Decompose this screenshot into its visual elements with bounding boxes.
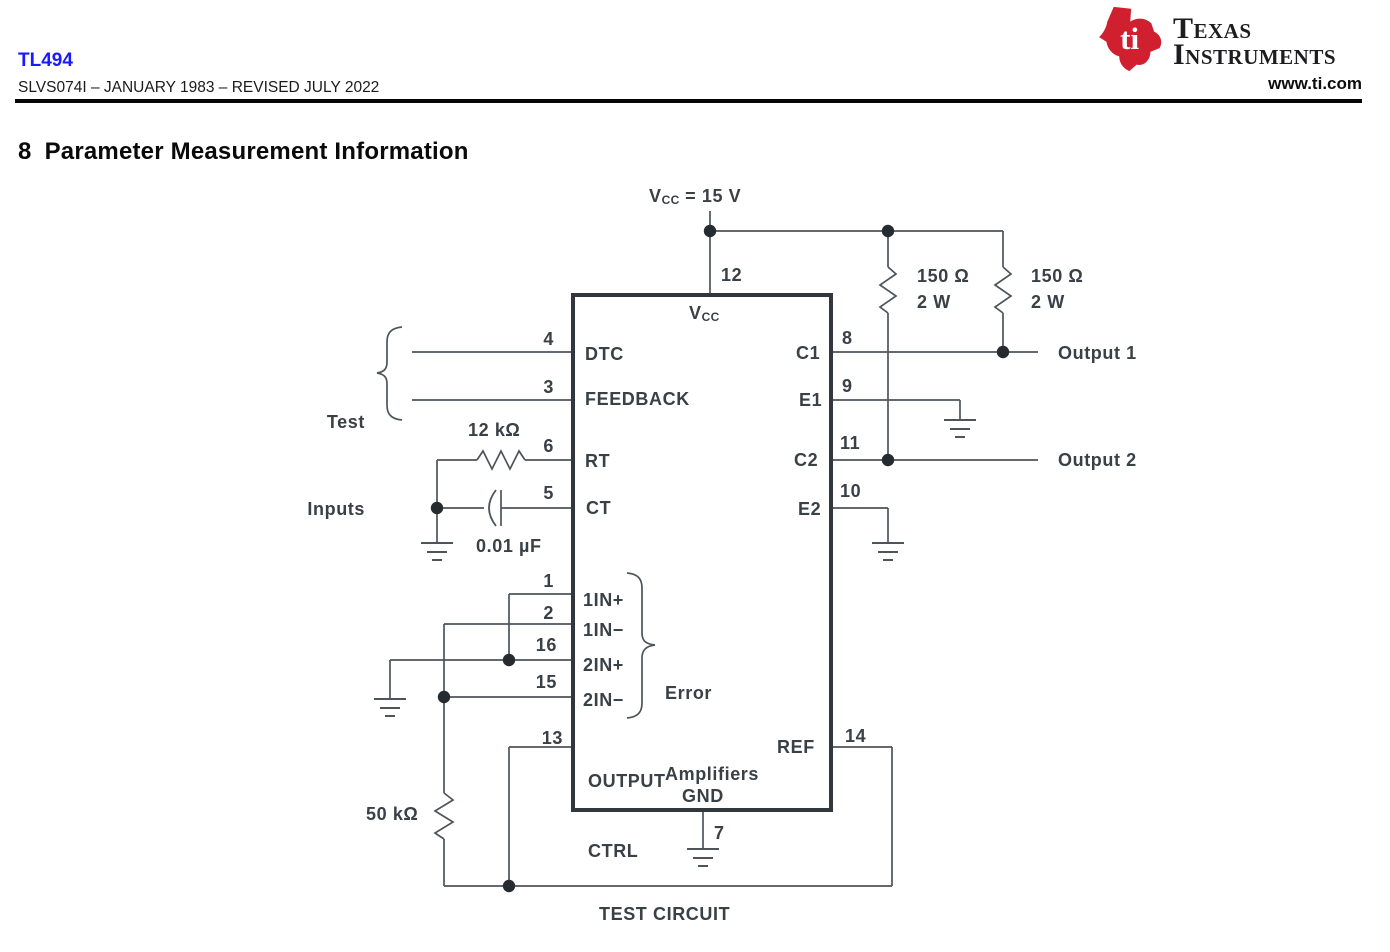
pin-number-9: 9: [842, 376, 853, 396]
ic-pin-label-e2: E2: [798, 499, 822, 519]
error-amplifiers-label: Error Amplifiers: [665, 626, 759, 842]
pin-number-13: 13: [541, 728, 563, 748]
pulldown-resistor-value: 50 kΩ: [366, 804, 419, 824]
error-amplifiers-line1: Error: [665, 683, 713, 703]
load-resistor-2-symbol: [993, 266, 1013, 314]
pin-number-1: 1: [543, 571, 554, 591]
test-inputs-line1: Test: [326, 412, 365, 432]
error-amplifiers-line2: Amplifiers: [665, 764, 760, 784]
ic-pin-label-1inp: 1IN+: [583, 590, 624, 610]
pin-number-12: 12: [721, 265, 743, 285]
test-inputs-brace: [376, 326, 403, 421]
pin-number-6: 6: [543, 436, 554, 456]
pin-number-2: 2: [543, 603, 554, 623]
section-number: 8: [18, 138, 32, 165]
figure-caption: TEST CIRCUIT: [599, 904, 731, 924]
header-rule: [15, 99, 1362, 103]
section-title: 8 Parameter Measurement Information: [18, 138, 469, 166]
supply-voltage-label: VCC = 15 V: [649, 186, 741, 211]
pin-number-10: 10: [840, 481, 862, 501]
supply-sub: CC: [661, 193, 680, 207]
output-ctrl-line2: CTRL: [588, 841, 639, 861]
ic-vcc-label: VCC: [689, 303, 720, 328]
output1-label: Output 1: [1058, 343, 1137, 363]
test-inputs-label: Test Inputs: [285, 350, 365, 582]
brand-texas: Texas: [1173, 12, 1252, 45]
ic-pin-label-2inm: 2IN−: [583, 690, 624, 710]
supply-value: = 15 V: [679, 186, 742, 206]
load-resistor-2-power: 2 W: [1031, 292, 1065, 312]
section-title-text: Parameter Measurement Information: [44, 138, 469, 165]
output2-label: Output 2: [1058, 450, 1137, 470]
load-resistor-1-value: 150 Ω: [917, 266, 970, 286]
pin-number-8: 8: [842, 328, 853, 348]
test-inputs-line2: Inputs: [307, 499, 365, 519]
output-ctrl-line1: OUTPUT: [588, 771, 666, 791]
ground-symbols: [374, 419, 976, 867]
ic-pin-label-2inp: 2IN+: [583, 655, 624, 675]
ic-vcc-v: V: [689, 303, 702, 323]
pin-number-7: 7: [714, 823, 725, 843]
load-resistor-1-symbol: [878, 266, 898, 314]
ic-pin-label-ct: CT: [586, 498, 612, 518]
load-resistor-1-power: 2 W: [917, 292, 951, 312]
ic-vcc-sub: CC: [701, 310, 720, 324]
ic-pin-label-c1: C1: [796, 343, 821, 363]
ic-pin-label-output-ctrl: OUTPUT CTRL: [588, 729, 666, 904]
pin-number-15: 15: [535, 672, 557, 692]
ic-pin-label-rt: RT: [585, 451, 611, 471]
ic-pin-label-e1: E1: [799, 390, 823, 410]
pulldown-resistor-symbol: [433, 792, 455, 840]
load-resistor-2-value: 150 Ω: [1031, 266, 1084, 286]
pin-number-5: 5: [543, 483, 554, 503]
ic-pin-label-1inm: 1IN−: [583, 620, 624, 640]
doc-revision-line: SLVS074I – JANUARY 1983 – REVISED JULY 2…: [18, 79, 380, 96]
timing-resistor-value: 12 kΩ: [468, 420, 521, 440]
brand-name: Texas Instruments: [1173, 12, 1337, 71]
ti-logo-icon: ti: [1099, 6, 1162, 72]
pin-number-3: 3: [543, 377, 554, 397]
ic-pin-label-ref: REF: [777, 737, 815, 757]
ic-pin-label-gnd: GND: [682, 786, 724, 806]
pin-number-4: 4: [543, 329, 554, 349]
pin-number-16: 16: [535, 635, 557, 655]
part-number-link[interactable]: TL494: [18, 50, 73, 71]
timing-capacitor-symbol: [488, 489, 497, 527]
pin-number-11: 11: [840, 433, 861, 453]
error-amplifiers-brace: [626, 572, 656, 719]
ic-pin-label-feedback: FEEDBACK: [585, 389, 690, 409]
pin-number-14: 14: [845, 726, 867, 746]
ic-outline: [571, 293, 833, 812]
ic-pin-label-dtc: DTC: [585, 344, 624, 364]
texas-state-shape: [1099, 6, 1162, 72]
brand-instruments: Instruments: [1173, 38, 1337, 71]
timing-capacitor-value: 0.01 µF: [476, 536, 542, 556]
ti-monogram: ti: [1120, 21, 1139, 56]
website-link[interactable]: www.ti.com: [1268, 74, 1362, 93]
junction-dots: [430, 224, 1010, 893]
circuit-wires: [389, 211, 1038, 887]
ic-pin-label-c2: C2: [794, 450, 819, 470]
timing-resistor-symbol: [476, 449, 526, 471]
supply-v: V: [649, 186, 662, 206]
